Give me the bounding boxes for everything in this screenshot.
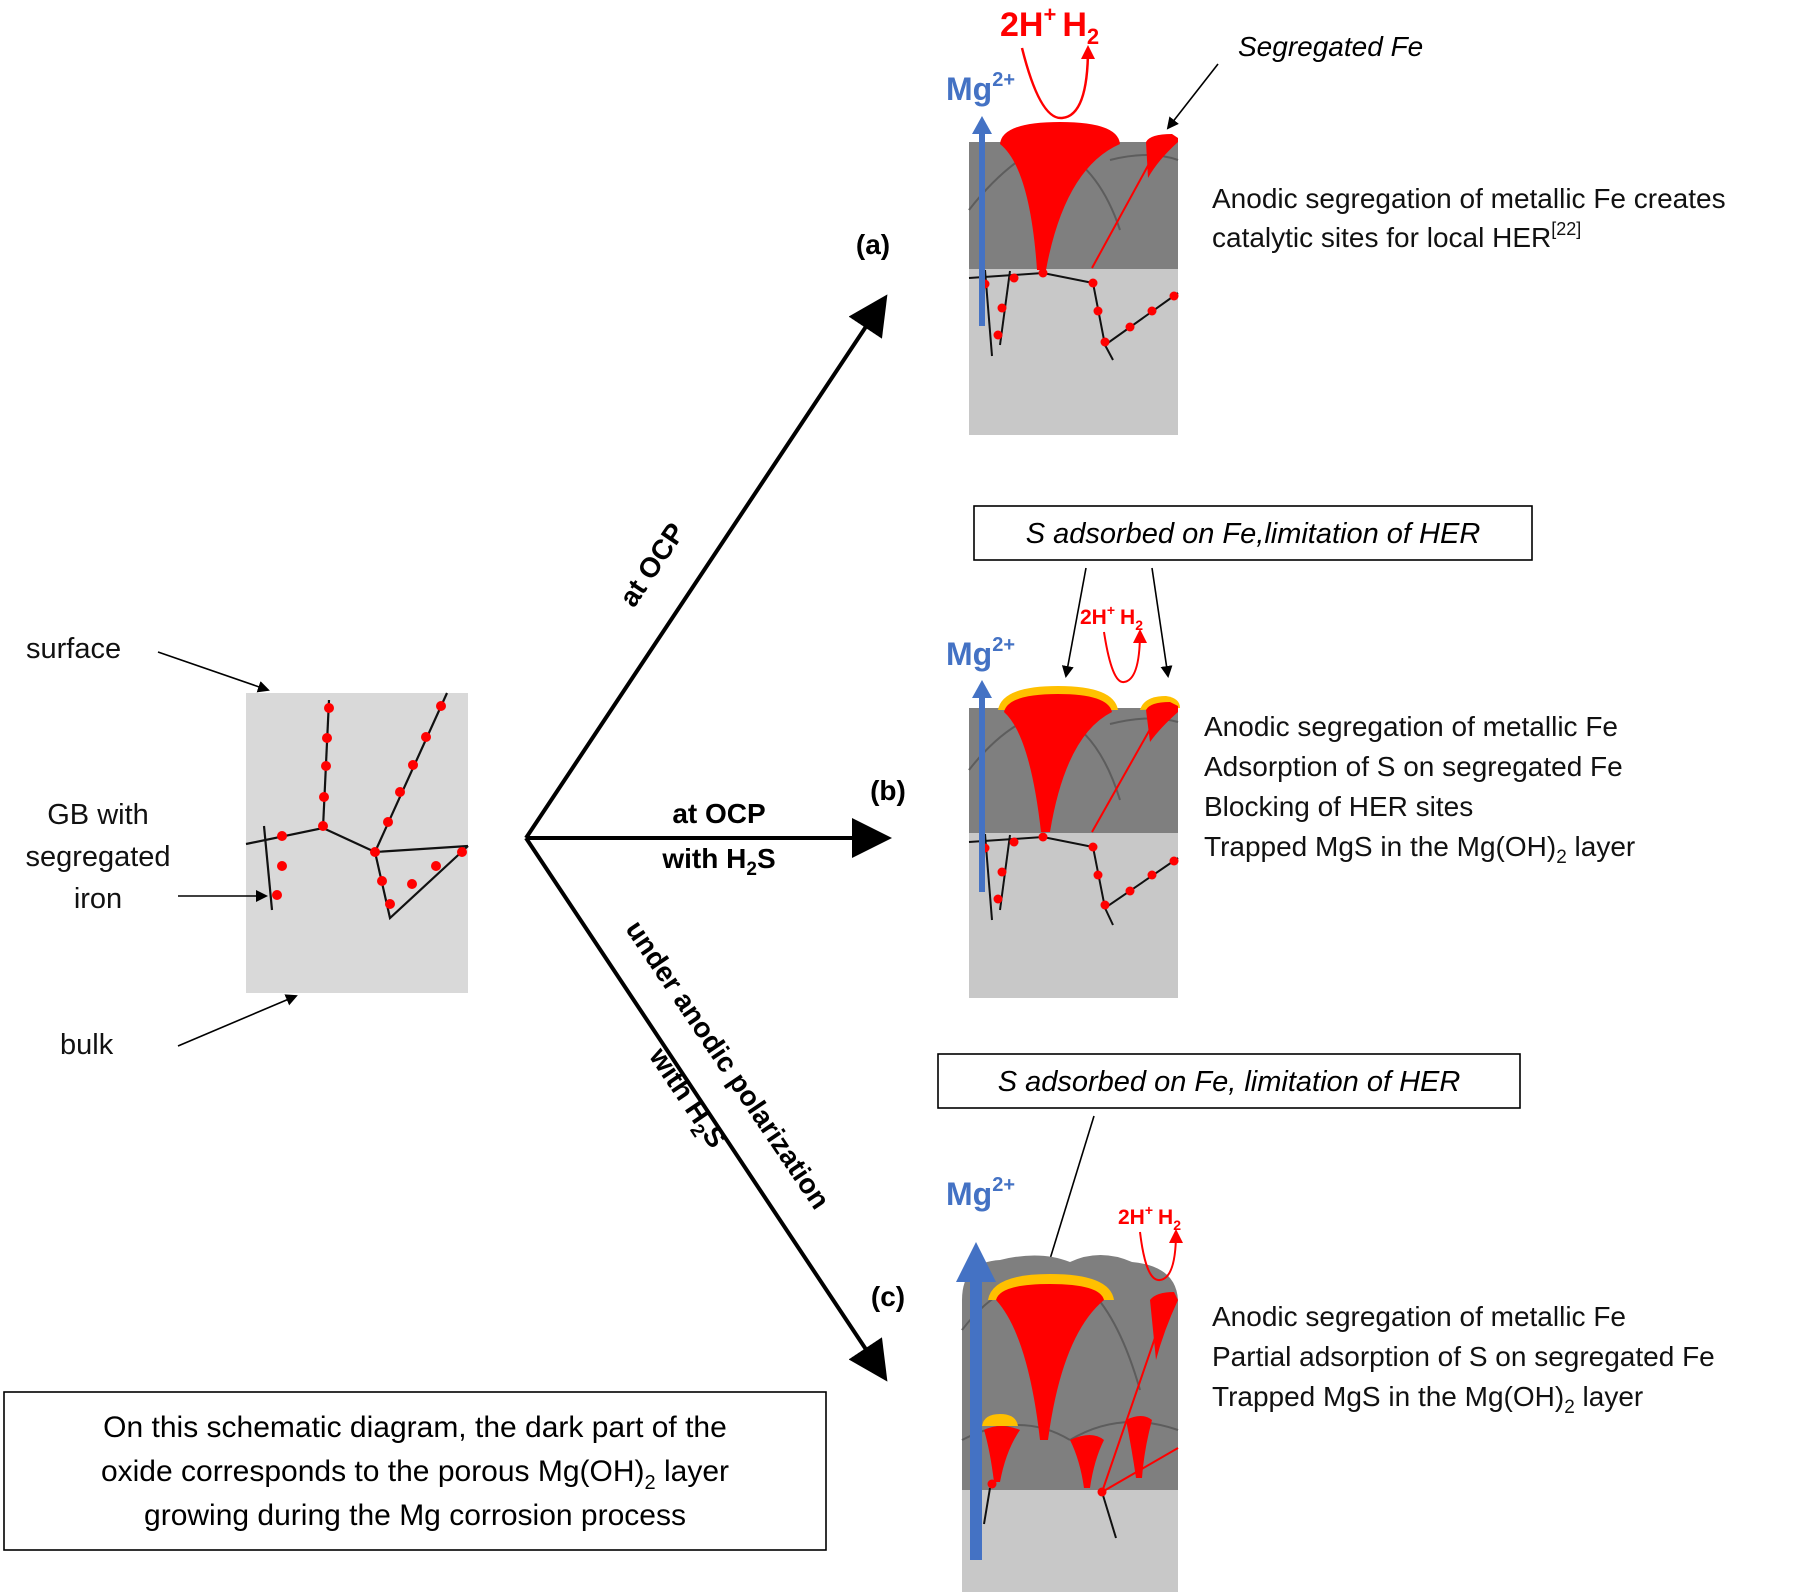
panel-b-her-loop — [1103, 629, 1147, 683]
panel-b-mg-arrowhead — [972, 680, 992, 698]
panel-c-iron-cone-side — [1150, 1292, 1178, 1360]
panel-c-desc-line-3: Trapped MgS in the Mg(OH)2 layer — [1212, 1381, 1643, 1418]
arrow-to-a — [524, 294, 888, 840]
panel-c-callout-text: S adsorbed on Fe, limitation of HER — [998, 1066, 1461, 1098]
panel-a-iron-line — [1091, 139, 1163, 269]
panel-c-sulfur-cap-small — [982, 1414, 1018, 1426]
gb-label-line-1: GB with — [47, 799, 149, 831]
panel-a-desc-line-2: catalytic sites for local HER[22] — [1212, 219, 1581, 253]
panel-b-iron-line — [1091, 707, 1163, 833]
panel-a-her-loop — [1020, 45, 1095, 120]
note-box: On this schematic diagram, the dark part… — [3, 1391, 827, 1551]
panel-b-iron-particles — [980, 832, 1179, 910]
panel-b-callout-pointer-2 — [1151, 567, 1173, 678]
note-line-1: On this schematic diagram, the dark part… — [103, 1411, 727, 1444]
panel-a-mg-ion: Mg2+ — [946, 69, 1015, 107]
panel-b-callout-box — [973, 505, 1533, 561]
panel-b-iron-cone-main — [1004, 694, 1112, 832]
panel-c-desc-line-1: Anodic segregation of metallic Fe — [1212, 1301, 1626, 1332]
arrow-b-label-line-1: at OCP — [672, 798, 765, 829]
gb-label-line-2: segregated — [25, 841, 170, 873]
pathway-arrows — [524, 294, 892, 1382]
initial-iron-particles — [272, 701, 467, 909]
panel-a-iron-cone-main — [1000, 122, 1120, 270]
panel-a-reaction: 2H+H2 — [1000, 2, 1099, 49]
initial-sample: surface GB with segregated iron bulk — [25, 633, 469, 1061]
note-line-2: oxide corresponds to the porous Mg(OH)2 … — [101, 1455, 729, 1494]
panel-c-iron-cone-small-3 — [1126, 1416, 1152, 1478]
panel-c-tag: (c) — [871, 1281, 905, 1312]
arrow-b-label-line-2: with H2S — [661, 843, 775, 880]
panel-c-iron-line-2 — [1101, 1447, 1179, 1493]
panel-b-desc-line-3: Blocking of HER sites — [1204, 791, 1473, 822]
panel-c-iron-cone-small-2 — [1070, 1435, 1104, 1488]
panel-c-mg-ion: Mg2+ — [946, 1174, 1015, 1212]
bulk-pointer — [177, 994, 298, 1047]
panel-b-desc-line-2: Adsorption of S on segregated Fe — [1204, 751, 1623, 782]
surface-pointer — [157, 651, 270, 693]
panel-b-iron-cone-side — [1146, 702, 1178, 742]
panel-c-callout-pointer — [1043, 1115, 1095, 1274]
panel-b-callout-pointer-1 — [1061, 567, 1087, 678]
panel-a-iron-cone-side — [1146, 134, 1178, 178]
panel-a: (a) Mg2+ 2H+H2 Segregated Fe — [856, 2, 1726, 435]
panel-b-desc-line-1: Anodic segregation of metallic Fe — [1204, 711, 1618, 742]
panel-a-tag: (a) — [856, 229, 890, 260]
surface-label: surface — [26, 633, 121, 665]
panel-c-iron-particles — [987, 1479, 1107, 1497]
panel-a-mg-arrowhead — [972, 116, 992, 134]
panel-a-bulk — [969, 268, 1178, 435]
note-line-3: growing during the Mg corrosion process — [144, 1499, 686, 1532]
panel-c-bulk — [962, 1490, 1178, 1592]
note-box-frame — [3, 1391, 827, 1551]
panel-c-her-loop — [1139, 1229, 1183, 1281]
panel-b-mg-ion: Mg2+ — [946, 634, 1015, 672]
panel-c-grain-boundaries — [983, 1487, 1117, 1539]
gb-label-line-3: iron — [74, 883, 122, 915]
panel-b: S adsorbed on Fe,limitation of HER (b) — [870, 505, 1635, 998]
panel-c-desc-line-2: Partial adsorption of S on segregated Fe — [1212, 1341, 1715, 1372]
panel-b-callout-text: S adsorbed on Fe,limitation of HER — [1026, 518, 1481, 550]
panel-b-bulk — [969, 832, 1178, 998]
panel-c-iron-line — [1101, 1299, 1169, 1493]
panel-a-desc-line-1: Anodic segregation of metallic Fe create… — [1212, 183, 1726, 214]
panel-a-fe-callout: Segregated Fe — [1238, 31, 1423, 62]
panel-b-reaction: 2H+H2 — [1080, 602, 1143, 633]
panel-c-callout-box — [937, 1053, 1521, 1109]
arrow-a-label: at OCP — [613, 517, 691, 612]
panel-b-desc-line-4: Trapped MgS in the Mg(OH)2 layer — [1204, 831, 1635, 868]
panel-c-iron-cone-main — [996, 1284, 1104, 1440]
bulk-label: bulk — [60, 1029, 114, 1061]
panel-a-fe-pointer — [1166, 63, 1219, 130]
panel-c-reaction: 2H+H2 — [1118, 1202, 1181, 1233]
panel-b-tag: (b) — [870, 775, 906, 806]
arrow-to-c — [524, 836, 888, 1382]
panel-c: S adsorbed on Fe, limitation of HER (c) … — [871, 1053, 1715, 1592]
panel-c-iron-cone-small-1 — [984, 1426, 1020, 1482]
panel-c-mg-arrowhead — [956, 1242, 996, 1282]
